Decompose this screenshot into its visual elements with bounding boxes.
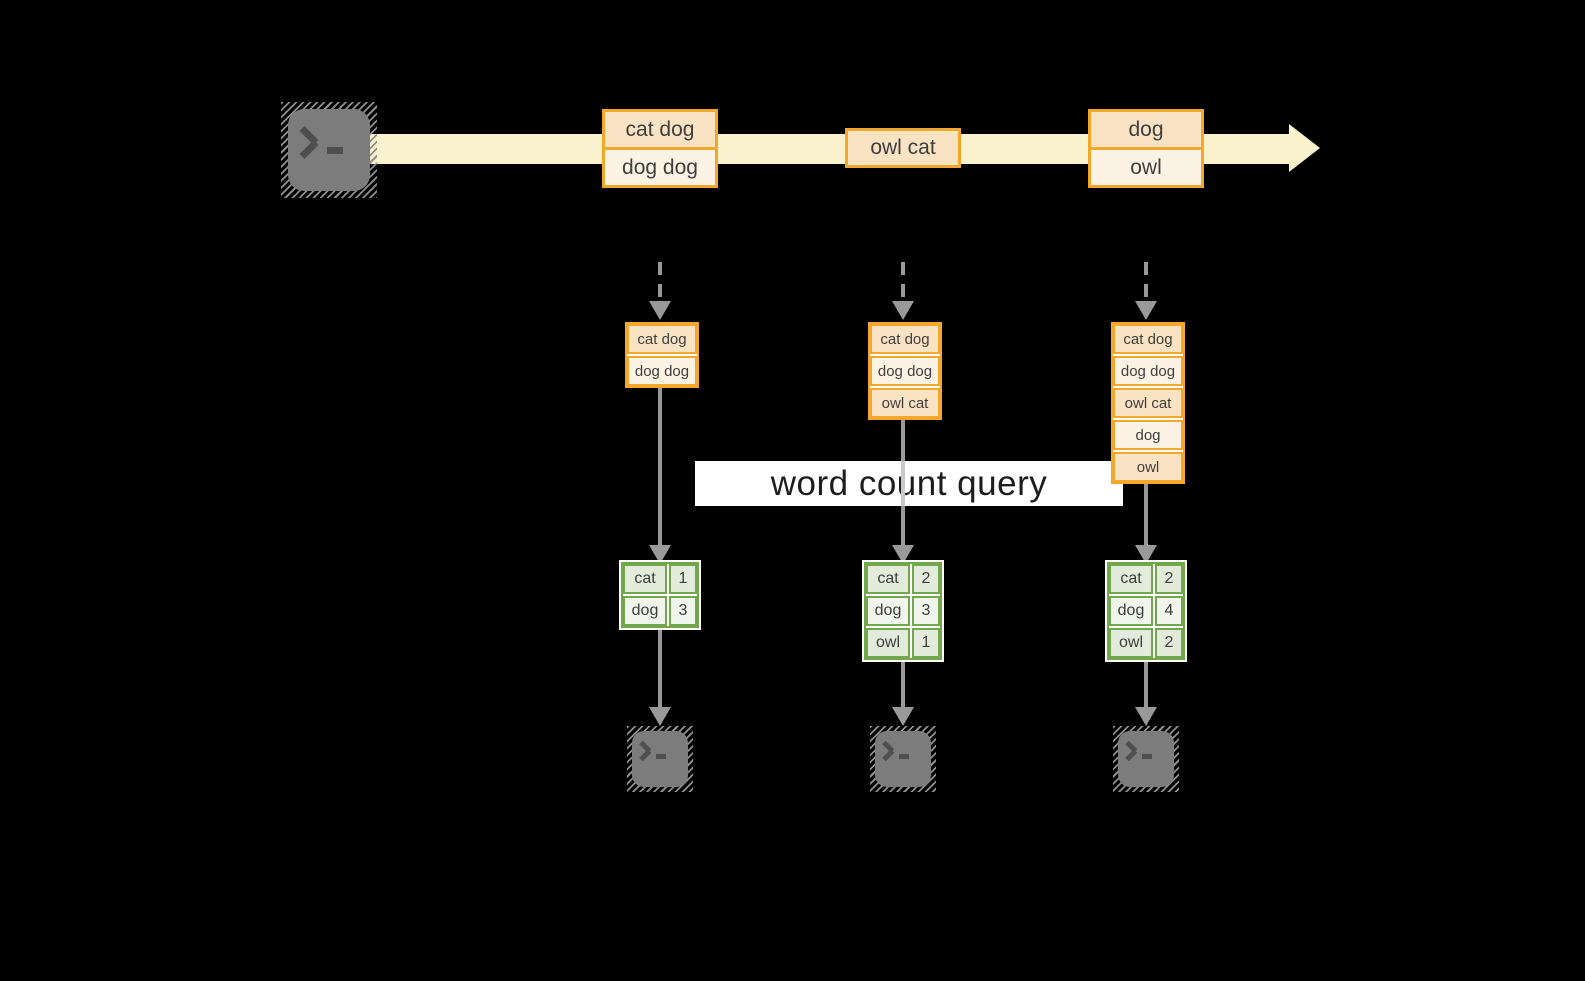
event-line: cat dog [605, 112, 715, 147]
buffer-line: dog dog [1113, 356, 1183, 386]
stream-event-box-3: dog owl [1088, 109, 1204, 188]
stream-event-box-1: cat dog dog dog [602, 109, 718, 188]
buffer-line: cat dog [1113, 324, 1183, 354]
word-cell: dog [1109, 596, 1153, 626]
word-cell: cat [866, 564, 910, 594]
terminal-screen [875, 731, 931, 787]
arrowhead-icon [649, 545, 671, 564]
prompt-underscore-icon [899, 754, 909, 759]
terminal-screen [288, 109, 370, 191]
word-cell: owl [866, 628, 910, 658]
count-cell: 3 [912, 596, 940, 626]
sink-terminal-icon-3 [1113, 726, 1179, 792]
event-line: owl [1091, 150, 1201, 185]
buffer-line: dog [1113, 420, 1183, 450]
buffer-line: owl [1113, 452, 1183, 482]
ingest-arrow-dashed-1 [658, 262, 662, 301]
prompt-underscore-icon [656, 754, 666, 759]
ingest-arrow-dashed-2 [901, 262, 905, 301]
count-cell: 2 [1155, 628, 1183, 658]
prompt-chevron-icon [1125, 740, 1153, 766]
count-cell: 3 [669, 596, 697, 626]
chevron-bar [882, 749, 895, 762]
count-cell: 4 [1155, 596, 1183, 626]
arrowhead-icon [649, 301, 671, 320]
buffer-line: dog dog [627, 356, 697, 386]
prompt-chevron-icon [882, 740, 910, 766]
sink-terminal-icon-1 [627, 726, 693, 792]
stream-event-box-2: owl cat [845, 128, 961, 168]
query-banner: word count query [695, 461, 1123, 506]
chevron-bar [1125, 749, 1138, 762]
chevron-bar [639, 749, 652, 762]
query-arrow-3 [1144, 482, 1148, 546]
arrowhead-icon [892, 707, 914, 726]
wordcount-table-2: cat 2 dog 3 owl 1 [864, 562, 942, 660]
word-cell: dog [623, 596, 667, 626]
arrowhead-icon [649, 707, 671, 726]
arrowhead-icon [1135, 301, 1157, 320]
prompt-chevron-icon [299, 125, 342, 165]
wordcount-table-1: cat 1 dog 3 [621, 562, 699, 628]
stream-arrowhead-icon [1289, 124, 1320, 172]
buffer-line: owl cat [870, 388, 940, 418]
arrowhead-icon [1135, 707, 1157, 726]
ingest-arrow-dashed-3 [1144, 262, 1148, 301]
arrowhead-icon [892, 545, 914, 564]
arrowhead-icon [892, 301, 914, 320]
buffer-line: owl cat [1113, 388, 1183, 418]
event-line: dog [1091, 112, 1201, 147]
word-cell: cat [623, 564, 667, 594]
arrowhead-icon [1135, 545, 1157, 564]
event-line: dog dog [605, 150, 715, 185]
prompt-underscore-icon [1142, 754, 1152, 759]
count-cell: 1 [669, 564, 697, 594]
word-cell: dog [866, 596, 910, 626]
count-cell: 2 [1155, 564, 1183, 594]
buffer-line: cat dog [870, 324, 940, 354]
wordcount-table-3: cat 2 dog 4 owl 2 [1107, 562, 1185, 660]
prompt-chevron-icon [639, 740, 667, 766]
count-cell: 1 [912, 628, 940, 658]
prompt-underscore-icon [327, 147, 343, 154]
event-buffer-2: cat dog dog dog owl cat [868, 322, 942, 420]
query-label: word count query [770, 463, 1048, 503]
count-cell: 2 [912, 564, 940, 594]
event-line: owl cat [848, 131, 958, 165]
buffer-line: dog dog [870, 356, 940, 386]
output-arrow-3 [1144, 658, 1148, 708]
query-arrow-1 [658, 386, 662, 546]
chevron-bar [299, 139, 319, 159]
buffer-line: cat dog [627, 324, 697, 354]
output-arrow-1 [658, 626, 662, 708]
sink-terminal-icon-2 [870, 726, 936, 792]
source-terminal-icon [281, 102, 377, 198]
word-cell: owl [1109, 628, 1153, 658]
event-buffer-3: cat dog dog dog owl cat dog owl [1111, 322, 1185, 484]
terminal-screen [632, 731, 688, 787]
event-buffer-1: cat dog dog dog [625, 322, 699, 388]
query-arrow-2-overlay [901, 461, 905, 506]
word-cell: cat [1109, 564, 1153, 594]
terminal-screen [1118, 731, 1174, 787]
output-arrow-2 [901, 658, 905, 708]
